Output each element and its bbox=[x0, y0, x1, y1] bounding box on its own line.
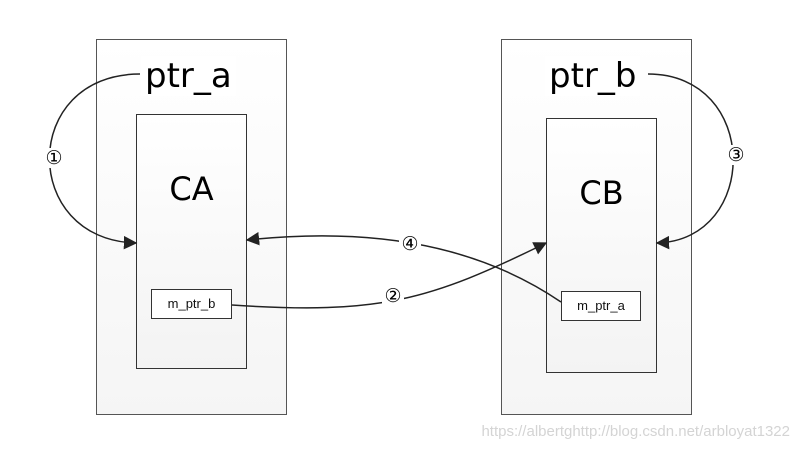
watermark-text: https://albertghttp://blog.csdn.net/arbl… bbox=[481, 423, 790, 440]
step-3-marker: ③ bbox=[725, 145, 747, 165]
ca-object-box bbox=[136, 114, 247, 369]
step-4-marker: ④ bbox=[399, 234, 421, 254]
ca-label: CA bbox=[169, 170, 214, 208]
step-1-marker: ① bbox=[43, 148, 65, 168]
ptr-a-label: ptr_a bbox=[141, 56, 236, 96]
arrow-3 bbox=[647, 73, 734, 250]
m-ptr-b-field: m_ptr_b bbox=[151, 289, 232, 319]
ptr-b-label: ptr_b bbox=[545, 56, 641, 96]
m-ptr-a-field: m_ptr_a bbox=[561, 291, 641, 321]
step-2-marker: ② bbox=[382, 286, 404, 306]
cb-object-box bbox=[546, 118, 657, 373]
cb-label: CB bbox=[579, 174, 624, 212]
